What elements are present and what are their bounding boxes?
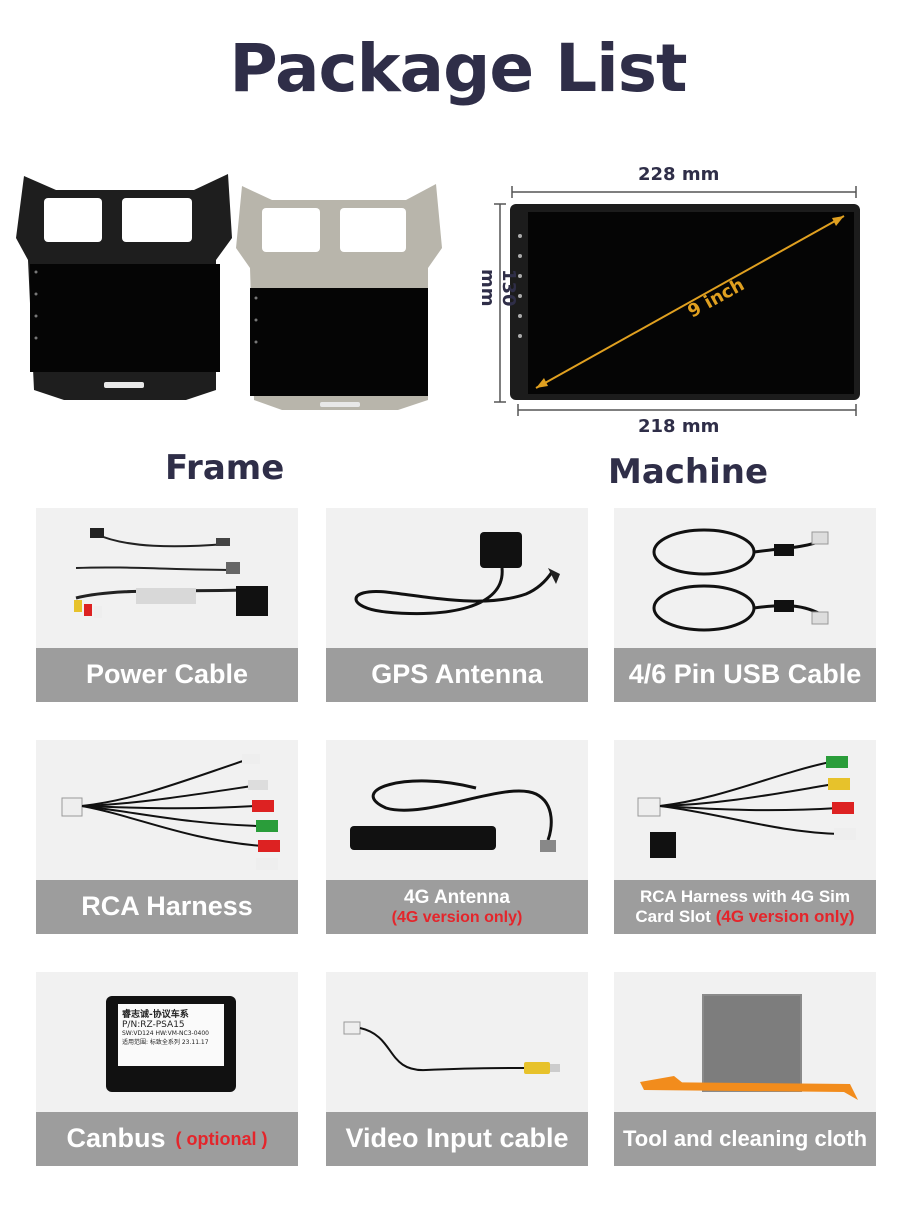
canbus-sticker-line3: SW:VD124 HW:VM-NC3-0400: [122, 1030, 209, 1037]
gps-antenna-label: GPS Antenna: [371, 659, 543, 690]
item-4g-antenna: 4G Antenna (4G version only): [326, 740, 588, 934]
canbus-label: Canbus: [66, 1123, 166, 1154]
canbus-note: ( optional ): [175, 1128, 268, 1149]
silver-frame-image: [236, 178, 444, 414]
canbus-sticker-line2: P/N:RZ-PSA15: [122, 1020, 185, 1030]
frame-label: Frame: [165, 448, 285, 488]
rca-harness-4g-label-line1: RCA Harness with 4G Sim: [639, 886, 851, 906]
rca-harness-image: [61, 754, 280, 870]
item-power-cable: Power Cable: [36, 508, 298, 702]
tool-cloth-label: Tool and cleaning cloth: [622, 1126, 868, 1152]
width-dimension: 228 mm: [638, 164, 720, 185]
machine-label: Machine: [608, 452, 769, 492]
bottom-width-dimension: 218 mm: [638, 416, 720, 437]
machine-diagram: 9 inch 228 mm 218 mm 130 mm: [470, 160, 890, 450]
item-rca-harness-4g: RCA Harness with 4G Sim Card Slot (4G ve…: [614, 740, 876, 934]
rca-harness-4g-image: [637, 756, 856, 858]
black-frame-image: [16, 168, 234, 404]
4g-antenna-label: 4G Antenna: [404, 887, 510, 909]
page-title: Package List: [229, 30, 687, 107]
canbus-sticker-line1: 睿志诚-协议车系: [122, 1010, 189, 1020]
power-cable-label: Power Cable: [85, 659, 249, 690]
item-canbus: 睿志诚-协议车系 P/N:RZ-PSA15 SW:VD124 HW:VM-NC3…: [36, 972, 298, 1166]
item-rca-harness: RCA Harness: [36, 740, 298, 934]
item-usb-cable: 4/6 Pin USB Cable: [614, 508, 876, 702]
tool-cloth-image: [640, 994, 858, 1100]
canbus-image: 睿志诚-协议车系 P/N:RZ-PSA15 SW:VD124 HW:VM-NC3…: [36, 972, 298, 1112]
video-input-cable-label: Video Input cable: [345, 1123, 569, 1154]
4g-antenna-note: (4G version only): [391, 908, 523, 926]
rca-harness-label: RCA Harness: [81, 891, 253, 922]
item-gps-antenna: GPS Antenna: [326, 508, 588, 702]
rca-harness-4g-label-line2: Card Slot: [635, 907, 711, 926]
rca-harness-4g-note: (4G version only): [715, 907, 855, 926]
gps-antenna-image: [354, 532, 560, 616]
4g-antenna-image: [350, 779, 556, 852]
canbus-sticker-line4: 适用范围: 标致全系列 23.11.17: [122, 1039, 209, 1046]
video-input-cable-image: [343, 1021, 560, 1074]
item-video-input-cable: Video Input cable: [326, 972, 588, 1166]
height-dimension: 130 mm: [477, 269, 519, 307]
power-cable-image: [74, 528, 268, 618]
usb-cable-label: 4/6 Pin USB Cable: [628, 659, 862, 690]
item-tool-cloth: Tool and cleaning cloth: [614, 972, 876, 1166]
usb-cable-image: [652, 528, 829, 632]
